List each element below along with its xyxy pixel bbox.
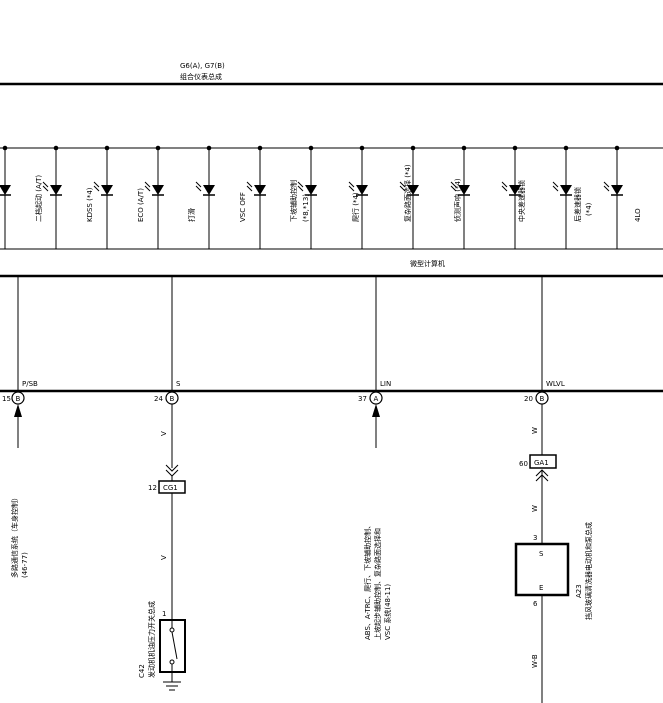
s-wire-color-2: V — [160, 555, 168, 560]
indicator-label: VSC OFF — [239, 192, 247, 222]
led-diode — [611, 185, 623, 195]
signal-wlvl: WLVL — [546, 380, 565, 388]
led-emission-ray — [552, 181, 559, 188]
signal-lin: LIN — [380, 380, 391, 388]
indicator-label: KDSS (*4) — [86, 187, 94, 222]
header-connector-codes: G6(A), G7(B) — [180, 62, 225, 70]
led-diode — [152, 185, 164, 195]
signal-psb: P/SB — [22, 380, 38, 388]
indicator-note-rear-diff: (*4) — [585, 202, 593, 216]
s-switch-pin: 1 — [162, 610, 166, 618]
oil-switch-name: 发动机机油压力开关总成 — [147, 601, 156, 678]
led-diode — [50, 185, 62, 195]
led-emission-ray — [195, 185, 202, 192]
pin-conn-20: B — [540, 395, 545, 403]
washer-motor-box — [514, 542, 570, 597]
led-emission-ray — [399, 181, 406, 188]
led-emission-ray — [144, 185, 151, 192]
led-emission-ray — [42, 185, 49, 192]
washer-motor-name: 挡风玻璃清洗器电动机和泵总成 — [584, 522, 593, 620]
led-emission-ray — [450, 181, 457, 188]
wlvl-wire-color-3: W-B — [531, 654, 539, 668]
led-diode — [305, 185, 317, 195]
pin-number-15: 15 — [2, 395, 11, 403]
led-emission-ray — [450, 185, 457, 192]
pin-number-20: 20 — [524, 395, 533, 403]
led-emission-ray — [348, 185, 355, 192]
header-component-name: 组合仪表总成 — [180, 72, 222, 81]
led-diode — [458, 185, 470, 195]
indicator-label: 二档起动 (A/T) — [34, 175, 43, 222]
led-emission-ray — [603, 185, 610, 192]
s-connector-label: CG1 — [163, 484, 178, 492]
led-diode — [254, 185, 266, 195]
psb-destination-line2: (46-77) — [21, 552, 29, 578]
oil-pressure-switch-blade — [171, 631, 178, 660]
oil-switch-code: C42 — [138, 664, 146, 678]
led-emission-ray — [501, 185, 508, 192]
psb-destination-line1: 多路通信系统（车身控制） — [10, 494, 19, 578]
led-emission-ray — [246, 181, 253, 188]
s-connector-pin: 12 — [148, 484, 157, 492]
led-emission-ray — [195, 181, 202, 188]
lin-destination-line3: VSC 系统(48-11) — [383, 584, 392, 640]
s-wire-color-1: V — [160, 431, 168, 436]
microcomputer-label: 微型计算机 — [410, 259, 445, 268]
led-diode — [0, 185, 11, 195]
indicator-label: 复杂路面选择 (*4) — [403, 164, 412, 222]
washer-pin-bottom: 6 — [533, 600, 538, 608]
wlvl-wire-color-2: W — [531, 505, 539, 512]
lin-destination-line2: 上坡起步辅助控制、复杂路面选择和 — [373, 528, 382, 640]
led-emission-ray — [552, 185, 559, 192]
oil-pressure-switch-contact-top — [169, 627, 175, 633]
oil-pressure-switch-contact-bottom — [169, 659, 175, 665]
pin-number-37: 37 — [358, 395, 367, 403]
pin-number-24: 24 — [154, 395, 163, 403]
indicator-label: 中央差速器锁 — [517, 180, 526, 222]
led-diode — [101, 185, 113, 195]
indicator-note-downhill: (*8,*13) — [302, 194, 310, 222]
washer-terminal-s: S — [539, 550, 544, 558]
led-emission-ray — [297, 185, 304, 192]
indicator-led-row: 二档起动 (A/T) KDSS (*4) ECO (A/T) 打滑 VSC OFF 下坡辅… — [0, 145, 642, 249]
washer-terminal-e: E — [539, 584, 543, 592]
wlvl-connector-label: GA1 — [534, 459, 549, 467]
indicator-label: 下坡辅助控制 — [289, 180, 298, 222]
indicator-label: 4LO — [634, 208, 642, 222]
indicator-label: 爬行 (*4) — [351, 192, 360, 222]
washer-pin-top: 3 — [533, 534, 537, 542]
pin-conn-37: A — [374, 395, 379, 403]
led-diode — [560, 185, 572, 195]
pin-conn-15: B — [16, 395, 21, 403]
led-diode — [203, 185, 215, 195]
led-emission-ray — [603, 181, 610, 188]
lin-arrow — [372, 404, 380, 417]
signal-s: S — [176, 380, 181, 388]
led-emission-ray — [144, 181, 151, 188]
pin-conn-24: B — [170, 395, 175, 403]
indicator-label: 后差速器锁 — [573, 187, 582, 222]
led-emission-ray — [297, 181, 304, 188]
lin-destination-line1: ABS、A-TRC、爬行、下坡辅助控制、 — [363, 522, 372, 640]
led-emission-ray — [93, 185, 100, 192]
washer-motor-code: A23 — [575, 584, 583, 598]
led-diode — [407, 185, 419, 195]
psb-arrow — [14, 404, 22, 417]
indicator-label: 打滑 — [187, 208, 196, 222]
s-connector-chevron-1 — [165, 464, 179, 472]
led-emission-ray — [246, 185, 253, 192]
led-diode — [356, 185, 368, 195]
wlvl-connector-box — [529, 454, 557, 469]
indicator-label: ECO (A/T) — [137, 188, 145, 222]
wlvl-connector-pin: 60 — [519, 460, 528, 468]
wlvl-wire-color-1: W — [531, 427, 539, 434]
led-emission-ray — [501, 181, 508, 188]
indicator-label: 侦测声响 (*4) — [453, 178, 462, 222]
led-emission-ray — [399, 185, 406, 192]
led-emission-ray — [93, 181, 100, 188]
led-diode — [509, 185, 521, 195]
led-emission-ray — [348, 181, 355, 188]
led-emission-ray — [42, 181, 49, 188]
